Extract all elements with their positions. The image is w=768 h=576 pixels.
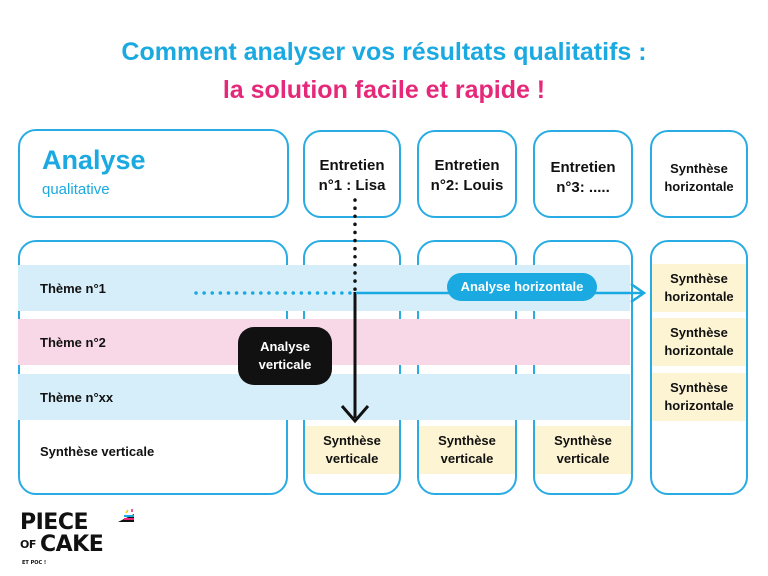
row-label-theme-xx: Thème n°xx: [40, 390, 114, 405]
synthese-verticale-cell-3: Synthèse verticale: [535, 426, 631, 474]
page-subtitle: la solution facile et rapide !: [222, 76, 546, 104]
row-label-theme-1: Thème n°1: [40, 281, 106, 296]
column-header-synthese-horizontale: Synthèse horizontale: [650, 130, 748, 218]
column-header-line2: n°1 : Lisa: [318, 177, 386, 195]
horizontal-arrowhead: [630, 282, 647, 304]
row-label-synthese-verticale: Synthèse verticale: [40, 444, 155, 459]
analyse-subtitle: qualitative: [42, 181, 110, 198]
column-header-line2: n°2: Louis: [430, 177, 504, 195]
column-header-line2: horizontale: [664, 178, 734, 194]
column-header-entretien-3: Entretien n°3: .....: [533, 130, 633, 218]
column-header-line1: Synthèse: [670, 161, 728, 176]
analyse-horizontale-label: Analyse horizontale: [447, 273, 597, 301]
column-header-entretien-2: Entretien n°2: Louis: [417, 130, 517, 218]
column-header-entretien-1: Entretien n°1 : Lisa: [303, 130, 401, 218]
analyse-title: Analyse: [42, 145, 146, 175]
synthese-horizontale-cell-2: Synthèse horizontale: [652, 318, 746, 366]
column-header-line2: n°3: .....: [556, 179, 610, 197]
synthese-verticale-cell-1: Synthèse verticale: [305, 426, 399, 474]
synthese-verticale-cell-2: Synthèse verticale: [419, 426, 515, 474]
column-header-line1: Entretien: [319, 157, 385, 174]
analyse-verticale-label: Analyse verticale: [238, 327, 332, 385]
synthese-horizontale-cell-3: Synthèse horizontale: [652, 373, 746, 421]
cake-slice-icon: [118, 509, 134, 522]
column-header-line1: Entretien: [550, 159, 616, 176]
row-label-theme-2: Thème n°2: [40, 335, 106, 350]
vertical-arrowhead: [340, 405, 370, 424]
column-header-line1: Entretien: [434, 157, 500, 174]
synthese-horizontale-cell-1: Synthèse horizontale: [652, 264, 746, 312]
analyse-header-box: Analyse qualitative: [18, 129, 289, 218]
page-title: Comment analyser vos résultats qualitati…: [121, 38, 647, 66]
